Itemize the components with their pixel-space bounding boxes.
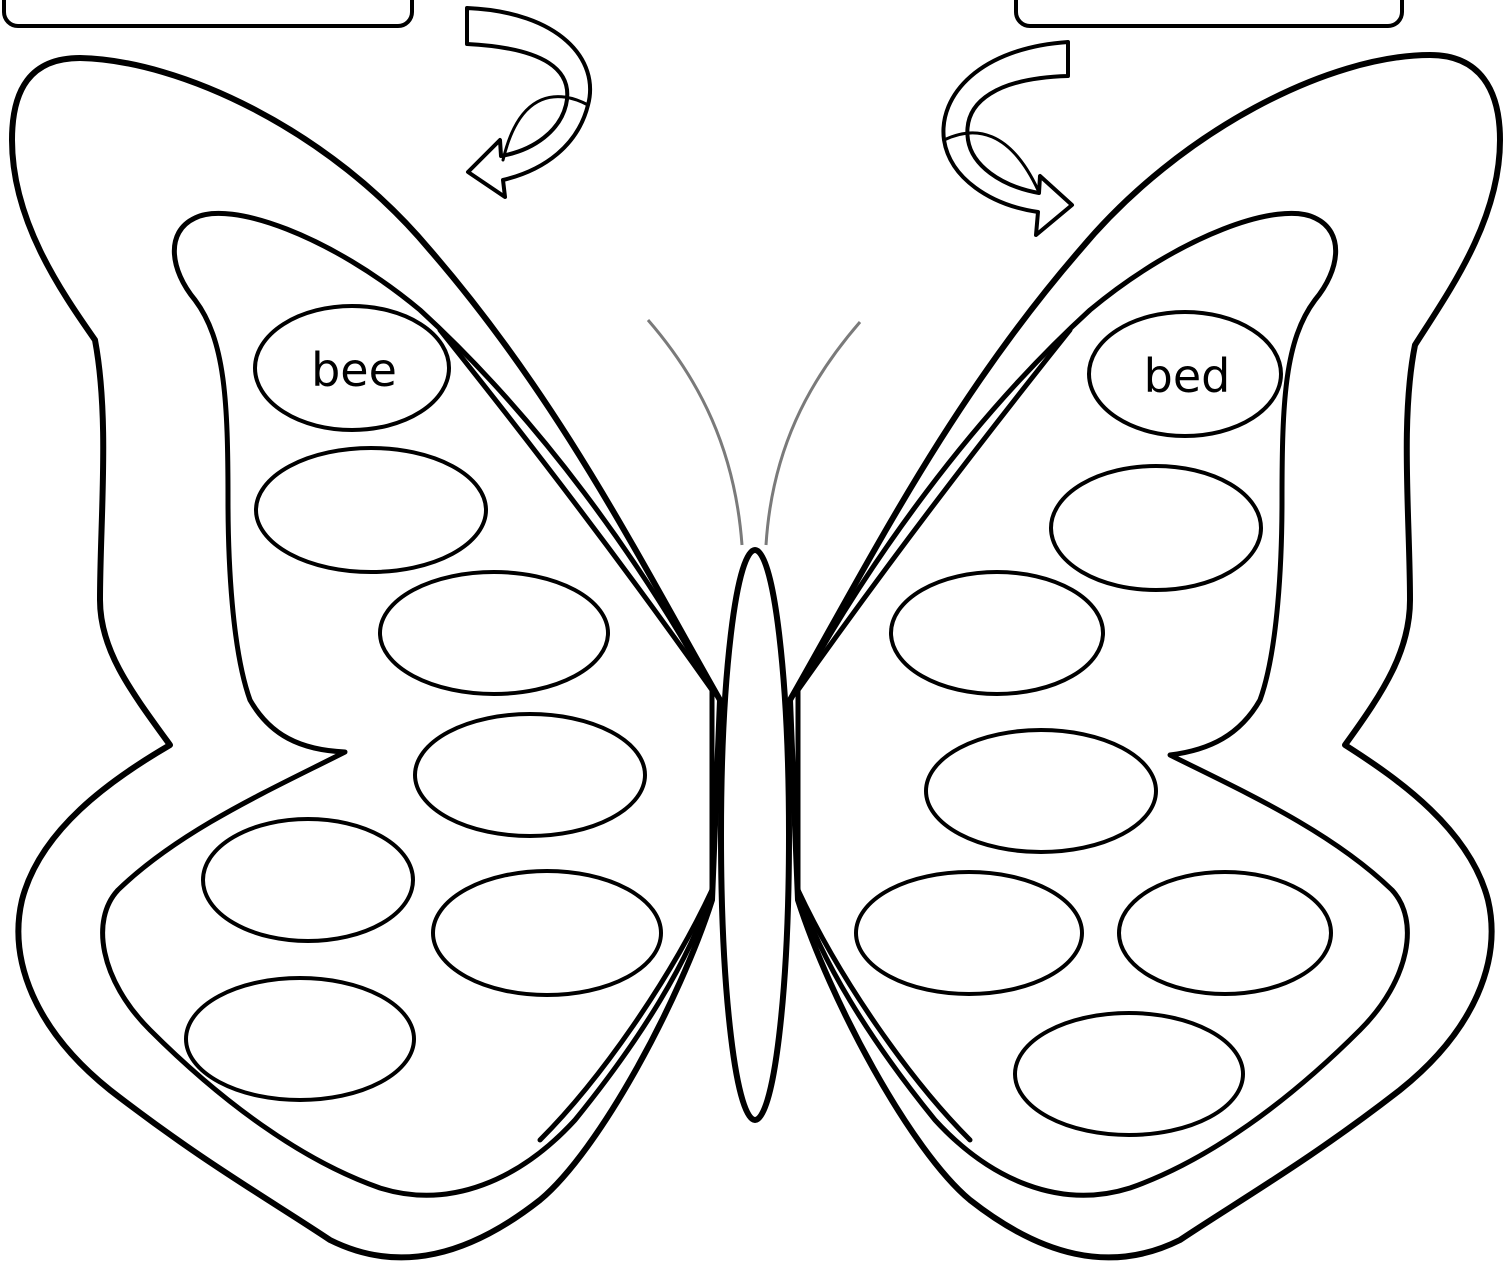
butterfly-body: [721, 550, 789, 1120]
right-wing-spot[interactable]: [1119, 872, 1331, 994]
right-antenna: [766, 322, 860, 545]
left-wing-spot[interactable]: [380, 572, 608, 694]
left-wing-spot[interactable]: [256, 448, 486, 572]
spot-word: bee: [311, 343, 397, 397]
left-heading-box[interactable]: [4, 0, 412, 26]
left-antenna: [648, 320, 742, 545]
curved-arrow-icon: [467, 8, 590, 197]
left-wing-spot[interactable]: bee: [255, 306, 449, 430]
right-wing-spot[interactable]: [1051, 466, 1261, 590]
left-wing-spot[interactable]: [415, 714, 645, 836]
right-wing-spot[interactable]: bed: [1089, 312, 1281, 436]
right-wing-spot[interactable]: [1015, 1013, 1243, 1135]
curved-arrow-icon: [943, 42, 1072, 235]
left-wing-spot[interactable]: [203, 819, 413, 941]
right-heading-box[interactable]: [1016, 0, 1402, 26]
spot-word: bed: [1144, 349, 1231, 403]
left-wing-spot[interactable]: [433, 871, 661, 995]
left-wing-spot[interactable]: [186, 978, 414, 1100]
right-wing-spot[interactable]: [926, 730, 1156, 852]
right-wing-spot[interactable]: [856, 872, 1082, 994]
right-wing-spot[interactable]: [891, 572, 1103, 694]
